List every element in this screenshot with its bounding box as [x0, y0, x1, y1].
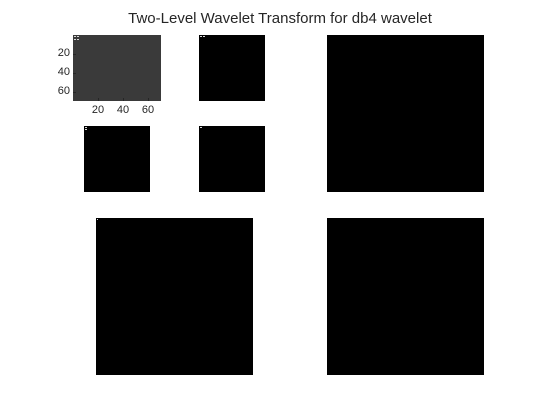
y-tick-mark	[73, 54, 76, 55]
figure-title: Two-Level Wavelet Transform for db4 wave…	[128, 10, 432, 27]
y-tick-label: 20	[57, 47, 70, 59]
x-tick-label: 40	[116, 104, 130, 116]
level1-diagonal-detail-panel	[327, 218, 484, 375]
y-tick-mark	[73, 73, 76, 74]
x-tick-label: 60	[141, 104, 155, 116]
x-tick-label: 20	[91, 104, 105, 116]
x-tick-mark	[98, 98, 99, 101]
level2-diagonal-detail-panel	[199, 126, 265, 192]
level2-horizontal-detail-panel	[199, 35, 265, 101]
level2-approximation-panel	[73, 35, 161, 101]
level1-vertical-detail-panel	[96, 218, 253, 375]
x-tick-mark	[123, 98, 124, 101]
y-tick-label: 40	[57, 66, 70, 78]
y-tick-mark	[73, 92, 76, 93]
level1-horizontal-detail-panel	[327, 35, 484, 192]
x-tick-mark	[148, 98, 149, 101]
y-tick-label: 60	[57, 85, 70, 97]
level2-vertical-detail-panel	[84, 126, 150, 192]
